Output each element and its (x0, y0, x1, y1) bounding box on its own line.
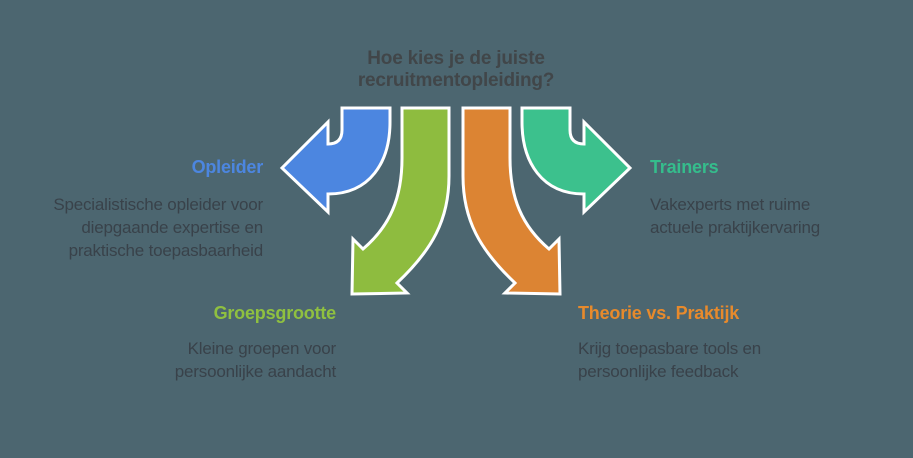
curved-arrow-down-left-icon (350, 106, 451, 296)
quadrant-label-groepsgrootte: Groepsgrootte (213, 303, 337, 323)
quadrant-label-opleider: Opleider (191, 157, 264, 177)
quadrant-opleider: Opleider Specialistische opleider voor d… (3, 157, 263, 262)
page-title: Hoe kies je de juiste recruitmentopleidi… (357, 48, 555, 91)
split-arrows-graphic (279, 106, 633, 296)
quadrant-description-groepsgrootte: Kleine groepen voor persoonlijke aandach… (174, 339, 336, 381)
quadrant-trainers: Trainers Vakexperts met ruime actuele pr… (650, 157, 912, 239)
quadrant-groepsgrootte: Groepsgrootte Kleine groepen voor persoo… (35, 303, 336, 383)
quadrant-theorie-praktijk: Theorie vs. Praktijk Krijg toepasbare to… (578, 303, 908, 383)
curved-arrow-down-right-icon (461, 106, 562, 296)
curved-arrow-left-icon (279, 106, 392, 216)
curved-arrow-right-icon (520, 106, 633, 216)
quadrant-description-theorie-praktijk: Krijg toepasbare tools en persoonlijke f… (578, 339, 762, 381)
quadrant-description-opleider: Specialistische opleider voor diepgaande… (53, 195, 263, 260)
quadrant-label-theorie-praktijk: Theorie vs. Praktijk (578, 303, 740, 323)
quadrant-description-trainers: Vakexperts met ruime actuele praktijkerv… (650, 195, 821, 237)
quadrant-label-trainers: Trainers (650, 157, 719, 177)
